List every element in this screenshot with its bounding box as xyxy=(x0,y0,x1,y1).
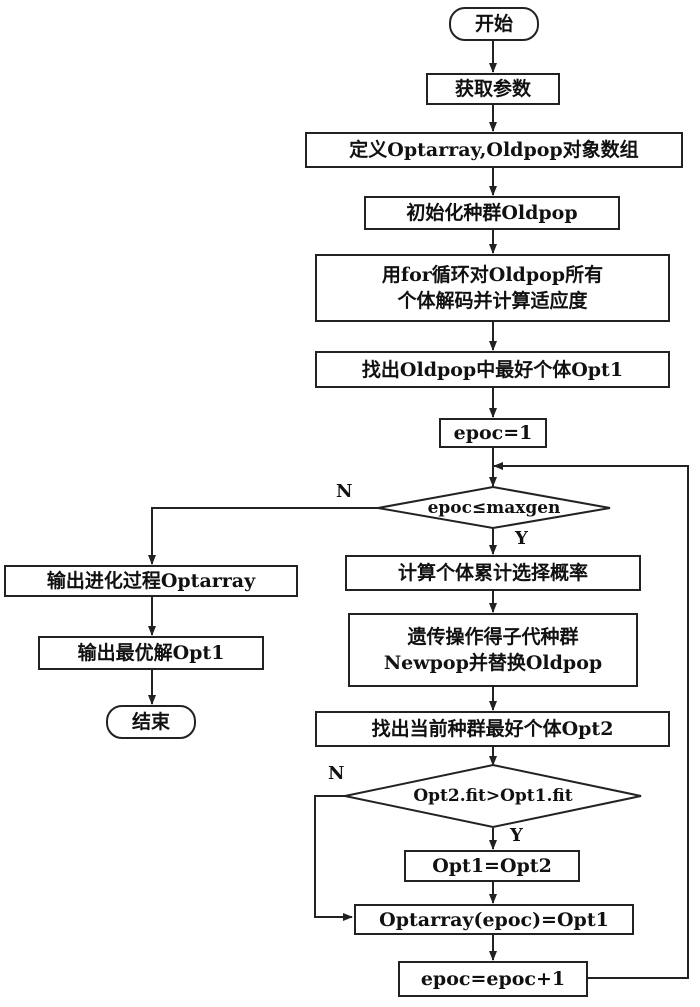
end-label: 结束 xyxy=(131,711,170,733)
arrow-maxgen-no xyxy=(148,507,378,565)
define-arrays-label: 定义Optarray,Oldpop对象数组 xyxy=(349,139,639,161)
fit-no-label: N xyxy=(328,763,345,784)
decision-fit-shape xyxy=(344,763,642,829)
output-best-step: 输出最优解Opt1 xyxy=(38,636,264,670)
output-process-label: 输出进化过程Optarray xyxy=(46,570,256,592)
store-opt-label: Optarray(epoc)=Opt1 xyxy=(379,908,609,931)
decision-fit-label: Opt2.fit>Opt1.fit xyxy=(413,786,573,806)
decode-label-line2: 个体解码并计算适应度 xyxy=(397,290,588,312)
decision-maxgen-label: epoc≤maxgen xyxy=(427,498,561,518)
decode-label-line1: 用for循环对Oldpop所有 xyxy=(381,264,604,286)
init-pop-label: 初始化种群Oldpop xyxy=(406,202,578,224)
decision-maxgen-shape xyxy=(377,485,611,530)
increment-label: epoc=epoc+1 xyxy=(420,968,566,990)
fit-yes-label: Y xyxy=(510,825,523,846)
arrow-fit-no xyxy=(314,795,353,921)
output-best-label: 输出最优解Opt1 xyxy=(77,642,225,664)
define-arrays-step: 定义Optarray,Oldpop对象数组 xyxy=(305,132,683,168)
genetic-label-line2: Newpop并替换Oldpop xyxy=(383,652,603,674)
epoc-init-label: epoc=1 xyxy=(453,422,533,444)
maxgen-no-label: N xyxy=(336,481,353,502)
calc-prob-label: 计算个体累计选择概率 xyxy=(397,562,588,584)
increment-step: epoc=epoc+1 xyxy=(398,961,588,997)
start-label: 开始 xyxy=(474,13,513,35)
init-pop-step: 初始化种群Oldpop xyxy=(364,196,620,230)
arrow-loop-back xyxy=(493,462,689,979)
assign-opt-label: Opt1=Opt2 xyxy=(432,855,552,877)
start-terminal: 开始 xyxy=(449,7,539,41)
maxgen-yes-label: Y xyxy=(515,528,528,549)
genetic-step: 遗传操作得子代种群 Newpop并替换Oldpop xyxy=(348,613,638,687)
find-best1-label: 找出Oldpop中最好个体Opt1 xyxy=(361,358,624,381)
end-terminal: 结束 xyxy=(106,705,196,739)
store-opt-step: Optarray(epoc)=Opt1 xyxy=(354,904,634,935)
genetic-label-line1: 遗传操作得子代种群 xyxy=(407,626,579,648)
calc-prob-step: 计算个体累计选择概率 xyxy=(345,555,641,591)
get-params-label: 获取参数 xyxy=(454,78,531,100)
find-best2-step: 找出当前种群最好个体Opt2 xyxy=(315,711,670,747)
find-best1-step: 找出Oldpop中最好个体Opt1 xyxy=(315,351,670,388)
epoc-init-step: epoc=1 xyxy=(439,418,547,448)
decision-maxgen: epoc≤maxgen xyxy=(378,495,610,521)
get-params-step: 获取参数 xyxy=(426,73,560,105)
output-process-step: 输出进化过程Optarray xyxy=(4,565,298,597)
decision-fit: Opt2.fit>Opt1.fit xyxy=(345,782,641,810)
assign-opt-step: Opt1=Opt2 xyxy=(404,850,580,882)
decode-step: 用for循环对Oldpop所有 个体解码并计算适应度 xyxy=(315,254,670,322)
find-best2-label: 找出当前种群最好个体Opt2 xyxy=(371,718,614,740)
